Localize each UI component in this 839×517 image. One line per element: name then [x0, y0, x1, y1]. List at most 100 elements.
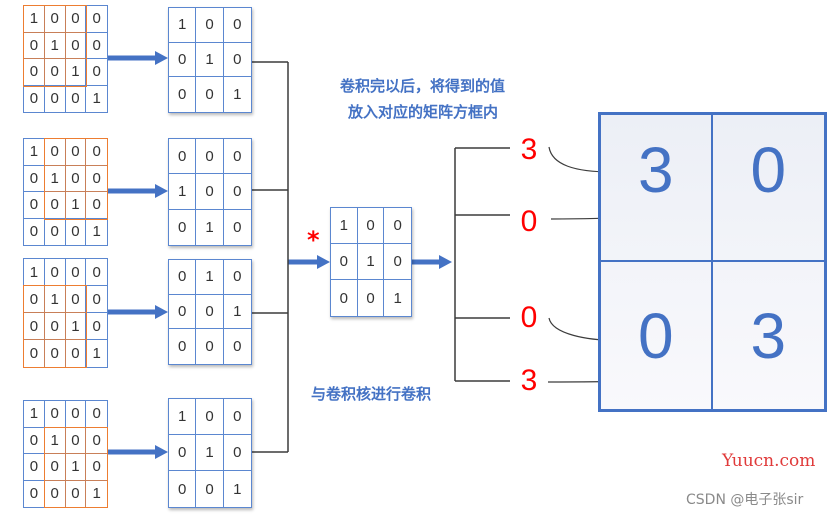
input-cell: 0	[24, 454, 45, 481]
window-cell: 0	[196, 77, 224, 112]
input-cell: 1	[44, 165, 66, 192]
input-cell: 1	[65, 59, 87, 86]
input-cell: 0	[44, 313, 66, 340]
window-cell: 1	[223, 295, 251, 330]
input-cell: 0	[65, 427, 87, 454]
input-cell: 0	[44, 192, 66, 219]
window-cell: 1	[196, 42, 224, 78]
input-cell: 1	[65, 192, 87, 219]
window-cell: 1	[196, 209, 224, 245]
convolution-operator: *	[307, 226, 320, 254]
input-cell: 0	[44, 401, 66, 428]
watermark-site: Yuucn.com	[722, 451, 816, 471]
window-cell: 0	[169, 294, 197, 330]
window-cell: 1	[169, 8, 197, 43]
input-cell: 0	[65, 259, 87, 286]
input-cell: 0	[66, 85, 87, 112]
window-cell: 0	[223, 8, 251, 43]
input-cell: 0	[65, 139, 87, 166]
input-cell: 0	[24, 340, 45, 367]
output-cell: 3	[750, 299, 787, 372]
right-bracket	[454, 147, 510, 382]
output-cell: 0	[712, 115, 824, 262]
input-cell: 0	[45, 480, 66, 507]
input-cell: 0	[86, 313, 107, 340]
input-cell: 0	[86, 59, 107, 86]
input-cell: 0	[86, 33, 107, 59]
input-cell: 0	[44, 139, 66, 166]
kernel-cell: 0	[384, 244, 411, 280]
input-cell: 0	[24, 165, 45, 192]
input-cell: 0	[86, 286, 107, 313]
result-value-3: 0	[520, 301, 538, 334]
window-cell: 0	[169, 329, 197, 364]
window-cell: 0	[223, 260, 251, 295]
input-cell: 1	[44, 427, 66, 454]
window-cell: 0	[196, 471, 224, 507]
input-cell: 0	[66, 340, 87, 367]
input-cell: 0	[45, 218, 66, 245]
input-cell: 1	[92, 485, 101, 503]
kernel-cell: 1	[331, 208, 358, 244]
arrowhead	[439, 255, 452, 269]
result-value-1: 3	[520, 133, 538, 166]
caption-result-line-1: 卷积完以后，将得到的值	[340, 77, 506, 95]
input-cell: 0	[86, 428, 107, 454]
window-cell: 0	[169, 139, 197, 175]
input-cell: 0	[86, 192, 107, 219]
kernel-cell: 0	[358, 280, 385, 316]
kernel-cell: 0	[331, 244, 358, 280]
input-cell: 0	[24, 59, 45, 86]
input-cell: 1	[92, 345, 101, 362]
arrowhead	[155, 51, 168, 65]
input-cell: 0	[44, 59, 66, 86]
window-cell: 0	[223, 43, 251, 78]
window-cell: 0	[169, 260, 197, 295]
window-cell: 0	[169, 471, 197, 507]
arrowhead	[155, 445, 168, 459]
window-cell: 1	[196, 260, 224, 295]
input-cell: 1	[44, 32, 66, 59]
arrowhead	[155, 184, 168, 198]
window-cell: 0	[196, 8, 224, 43]
caption-result-line-2: 放入对应的矩阵方框内	[348, 103, 499, 121]
kernel-cell: 0	[331, 280, 358, 316]
input-cell: 0	[86, 401, 107, 428]
input-cell: 0	[66, 218, 87, 245]
input-cell: 1	[24, 401, 45, 428]
arrowhead	[155, 305, 168, 319]
input-cell: 0	[24, 313, 45, 340]
input-cell: 0	[65, 165, 87, 192]
kernel-cell: 0	[384, 208, 411, 244]
input-cell: 0	[86, 166, 107, 192]
input-cell: 0	[44, 454, 66, 481]
input-cell: 0	[24, 85, 45, 112]
input-cell: 0	[44, 6, 66, 33]
window-cell: 0	[223, 435, 251, 471]
input-cell: 1	[92, 90, 101, 108]
input-cell: 0	[86, 6, 107, 33]
left-bracket	[252, 61, 289, 453]
input-cell: 0	[66, 480, 87, 507]
input-cell: 1	[24, 6, 45, 33]
kernel-cell: 1	[393, 289, 402, 307]
caption-kernel: 与卷积核进行卷积	[311, 385, 432, 403]
input-cell: 0	[86, 454, 107, 481]
input-cell: 1	[92, 223, 101, 241]
window-cell: 0	[223, 399, 251, 435]
output-cell: 3	[601, 115, 713, 262]
output-cell: 0	[601, 262, 713, 409]
kernel-cell: 0	[357, 208, 385, 244]
window-cell: 1	[233, 480, 242, 498]
input-cell: 0	[45, 85, 66, 112]
input-cell: 1	[44, 286, 66, 313]
window-cell: 0	[196, 139, 224, 175]
window-cell: 1	[233, 86, 242, 104]
